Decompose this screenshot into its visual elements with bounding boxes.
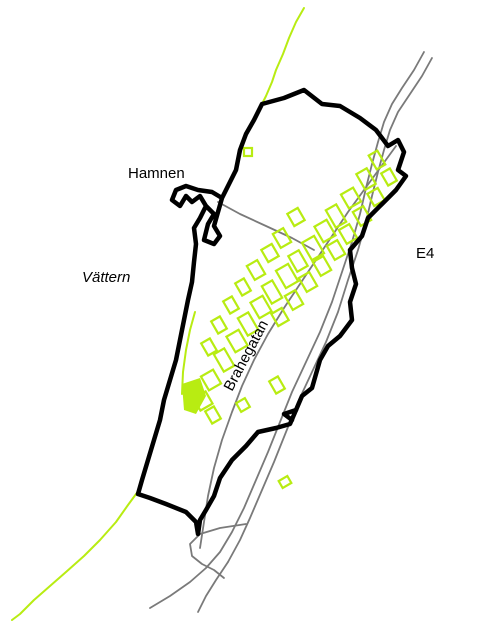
road-brahegatan bbox=[199, 145, 397, 549]
road-harbour bbox=[217, 201, 315, 251]
label-harbour: Hamnen bbox=[128, 165, 185, 182]
highway-e4-west bbox=[149, 51, 425, 609]
highway-e4-south bbox=[197, 561, 229, 613]
shoreline-north bbox=[261, 7, 305, 105]
shoreline-west bbox=[181, 311, 196, 395]
highway-e4-east bbox=[227, 57, 433, 563]
buildings bbox=[182, 146, 399, 490]
boundary-notch bbox=[281, 407, 299, 423]
label-lake: Vättern bbox=[82, 269, 130, 286]
road-junction bbox=[189, 523, 247, 579]
shoreline-south bbox=[11, 489, 140, 621]
town-boundary bbox=[135, 87, 409, 537]
label-highway: E4 bbox=[416, 245, 434, 262]
